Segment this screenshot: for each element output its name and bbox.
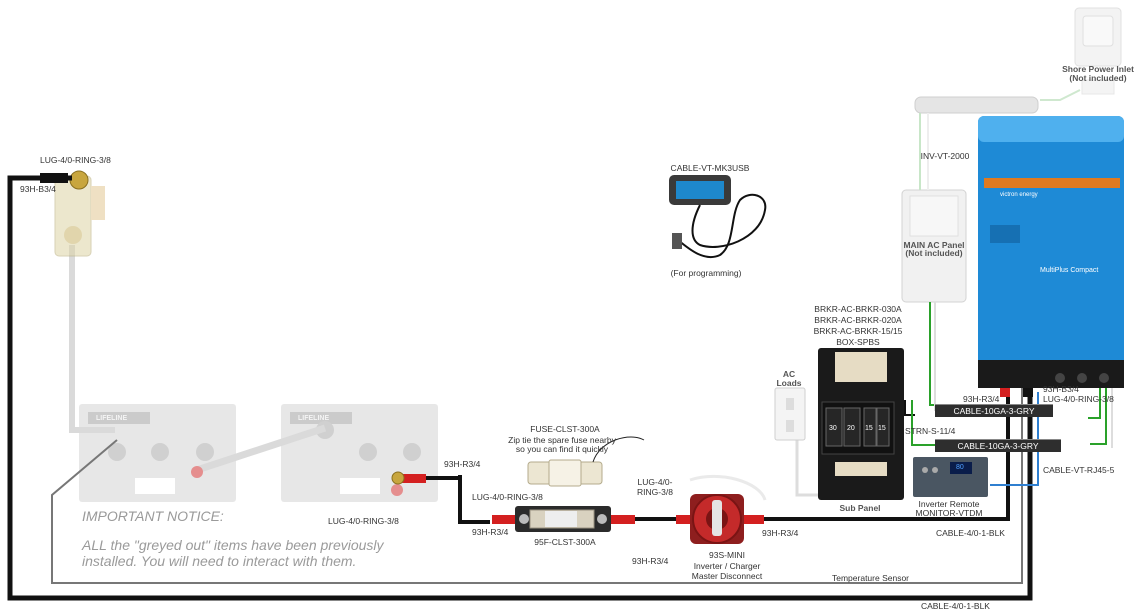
label-shore-not-included: (Not included) <box>1069 73 1127 83</box>
label-monitor-vtdm: MONITOR-VTDM <box>915 508 983 518</box>
heatshrink-red-fuse-left <box>492 515 516 524</box>
label-zip-tie-1: Zip tie the spare fuse nearby <box>508 435 616 445</box>
label-main-ac-panel: MAIN AC Panel <box>903 240 965 250</box>
label-ac-loads-1: AC <box>782 369 796 379</box>
lug-nut-top <box>69 170 89 190</box>
rj45-cable <box>990 392 1039 486</box>
label-inv-vt-2000: INV-VT-2000 <box>920 151 970 161</box>
label-switch-desc-1: Inverter / Charger <box>693 561 761 571</box>
label-lug-top: LUG-4/0-RING-3/8 <box>40 155 111 165</box>
breaker-15b: 15 <box>878 425 886 432</box>
conduit <box>914 96 1039 114</box>
heatshrink-red-switch-right <box>742 515 764 524</box>
label-shore-power-inlet: Shore Power Inlet <box>1062 64 1134 74</box>
shore-power-inlet <box>1074 7 1122 95</box>
label-inverter-remote: Inverter Remote <box>918 499 980 509</box>
ac-outlet <box>774 387 806 441</box>
label-93h-r34-switch-right: 93H-R3/4 <box>762 528 799 538</box>
label-zip-tie-2: so you can find it quickly <box>515 444 609 454</box>
label-lug-fuse-left: LUG-4/0-RING-3/8 <box>472 492 543 502</box>
ac-load-wire <box>795 440 820 497</box>
label-lug-right: LUG-4/0-RING-3/8 <box>1043 394 1114 404</box>
cable-10ga-bar-2: CABLE-10GA-3-GRY <box>935 439 1061 452</box>
label-box-spbs: BOX-SPBS <box>836 337 880 347</box>
breaker-15a: 15 <box>865 425 873 432</box>
notice-heading: IMPORTANT NOTICE: <box>82 508 224 524</box>
battery-jumper <box>195 424 327 474</box>
label-switch-desc-2: Master Disconnect <box>691 571 763 581</box>
label-93h-r34-fuse-bottom: 93H-R3/4 <box>472 527 509 537</box>
label-93s-mini: 93S-MINI <box>709 550 745 560</box>
mk3-usb-interface <box>669 175 767 259</box>
label-93h-r34-top: 93H-R3/4 <box>444 459 481 469</box>
label-brkr-1515: BRKR-AC-BRKR-15/15 <box>813 326 903 336</box>
battery-brand-1: LIFELINE <box>96 415 128 422</box>
label-ac-loads-2: Loads <box>776 378 802 388</box>
main-ac-panel <box>901 189 967 303</box>
black-main-cable <box>7 175 1033 601</box>
heatshrink-black-top <box>40 173 68 183</box>
remote-display: 80 <box>956 464 964 471</box>
label-sub-panel: Sub Panel <box>839 503 881 513</box>
heatshrink-red-battery <box>402 474 426 483</box>
black-cable-lower <box>458 475 490 524</box>
breaker-20: 20 <box>847 425 855 432</box>
label-brkr-030a: BRKR-AC-BRKR-030A <box>814 304 902 314</box>
heatshrink-red-switch-left <box>676 515 698 524</box>
label-lug-battery: LUG-4/0-RING-3/8 <box>328 516 399 526</box>
positive-terminal-2 <box>391 484 403 496</box>
heatshrink-red-fuse-right <box>611 515 635 524</box>
label-cable-4-0-blk-bottom: CABLE-4/0-1-BLK <box>921 601 990 611</box>
inverter-charger <box>978 116 1124 388</box>
label-brkr-020a: BRKR-AC-BRKR-020A <box>814 315 902 325</box>
inverter-remote-panel <box>913 457 988 497</box>
spare-fuse <box>527 459 603 487</box>
label-cable-vt-mk3usb: CABLE-VT-MK3USB <box>670 163 750 173</box>
inverter-brand: victron energy <box>1000 192 1038 198</box>
label-cable-4-0-blk-right: CABLE-4/0-1-BLK <box>936 528 1005 538</box>
label-lug-switch-1: LUG-4/0- <box>637 477 673 487</box>
important-notice: IMPORTANT NOTICE: ALL the "greyed out" i… <box>82 508 442 569</box>
label-cable-vt-rj45: CABLE-VT-RJ45-5 <box>1043 465 1115 475</box>
inverter-model: MultiPlus Compact <box>1040 267 1099 274</box>
label-93h-b34-left: 93H-B3/4 <box>20 184 56 194</box>
label-for-programming: (For programming) <box>670 268 742 278</box>
temperature-sensor-wire <box>51 385 1023 584</box>
positive-terminal-1 <box>191 466 203 478</box>
label-fuse-clst-300a: FUSE-CLST-300A <box>530 424 600 434</box>
label-clst-300a: 95F-CLST-300A <box>534 537 596 547</box>
label-93h-b34-right: 93H-B3/4 <box>1043 384 1079 394</box>
master-disconnect-switch <box>690 494 744 544</box>
fuse-block <box>515 506 611 532</box>
greyed-negative-cable <box>69 245 115 433</box>
label-lug-switch-2: RING-3/8 <box>637 487 673 497</box>
label-temperature-sensor: Temperature Sensor <box>832 573 910 583</box>
battery-brand-2: LIFELINE <box>298 415 330 422</box>
breaker-30: 30 <box>829 425 837 432</box>
label-93h-r34-switch-bottom: 93H-R3/4 <box>632 556 669 566</box>
cable-10ga-bar-1: CABLE-10GA-3-GRY <box>935 404 1053 417</box>
label-main-ac-not-included: (Not included) <box>905 248 963 258</box>
label-strn-s-11-4: STRN-S-11/4 <box>905 426 956 436</box>
notice-body: ALL the "greyed out" items have been pre… <box>82 537 384 569</box>
cable-switch-inverter <box>760 382 1010 521</box>
label-93h-r34-right: 93H-R3/4 <box>963 394 1000 404</box>
top-left-busbar <box>54 175 105 257</box>
zip-tie <box>592 436 645 463</box>
sub-panel-box <box>818 348 904 500</box>
